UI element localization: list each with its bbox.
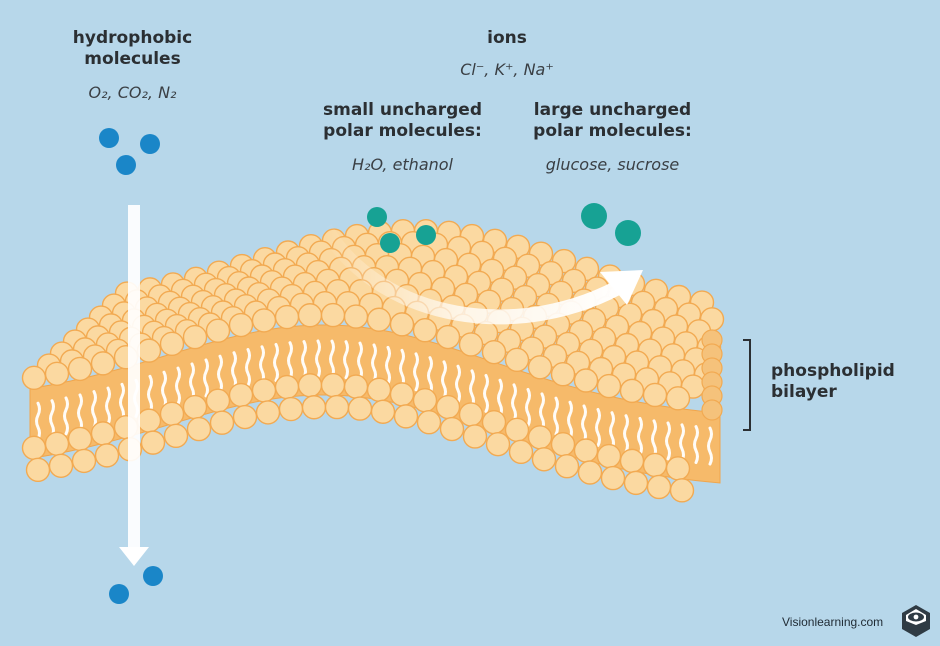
small-polar-formula: H₂O, ethanol (352, 155, 453, 174)
bilayer-bracket (743, 339, 751, 431)
hydrophobic-formula: O₂, CO₂, N₂ (88, 83, 177, 102)
phospholipid-bilayer (21, 218, 725, 503)
polar-deflect-arrow (318, 224, 643, 325)
hydrophobic-molecule (140, 134, 160, 154)
vl-hex-eye-icon (902, 605, 930, 637)
hydrophobic-molecule (99, 128, 119, 148)
small-polar-molecule (367, 207, 387, 227)
large-polar-molecules (581, 203, 641, 246)
large-polar-molecule (581, 203, 607, 229)
hydrophobic-molecule (116, 155, 136, 175)
hydrophobic-pass-arrow (119, 205, 149, 566)
large-polar-formula: glucose, sucrose (545, 155, 680, 174)
hydrophobic-molecules-bottom (109, 566, 163, 604)
hydrophobic-molecule (143, 566, 163, 586)
brand-text[interactable]: Visionlearning.com (782, 615, 884, 629)
small-polar-molecules (367, 207, 436, 253)
large-polar-molecule (615, 220, 641, 246)
hydrophobic-molecule (109, 584, 129, 604)
ions-label: ions (487, 28, 527, 48)
ions-formula: Cl⁻, K⁺, Na⁺ (460, 60, 554, 79)
hydrophobic-molecules-top (99, 128, 160, 175)
small-polar-molecule (416, 225, 436, 245)
small-polar-molecule (380, 233, 400, 253)
